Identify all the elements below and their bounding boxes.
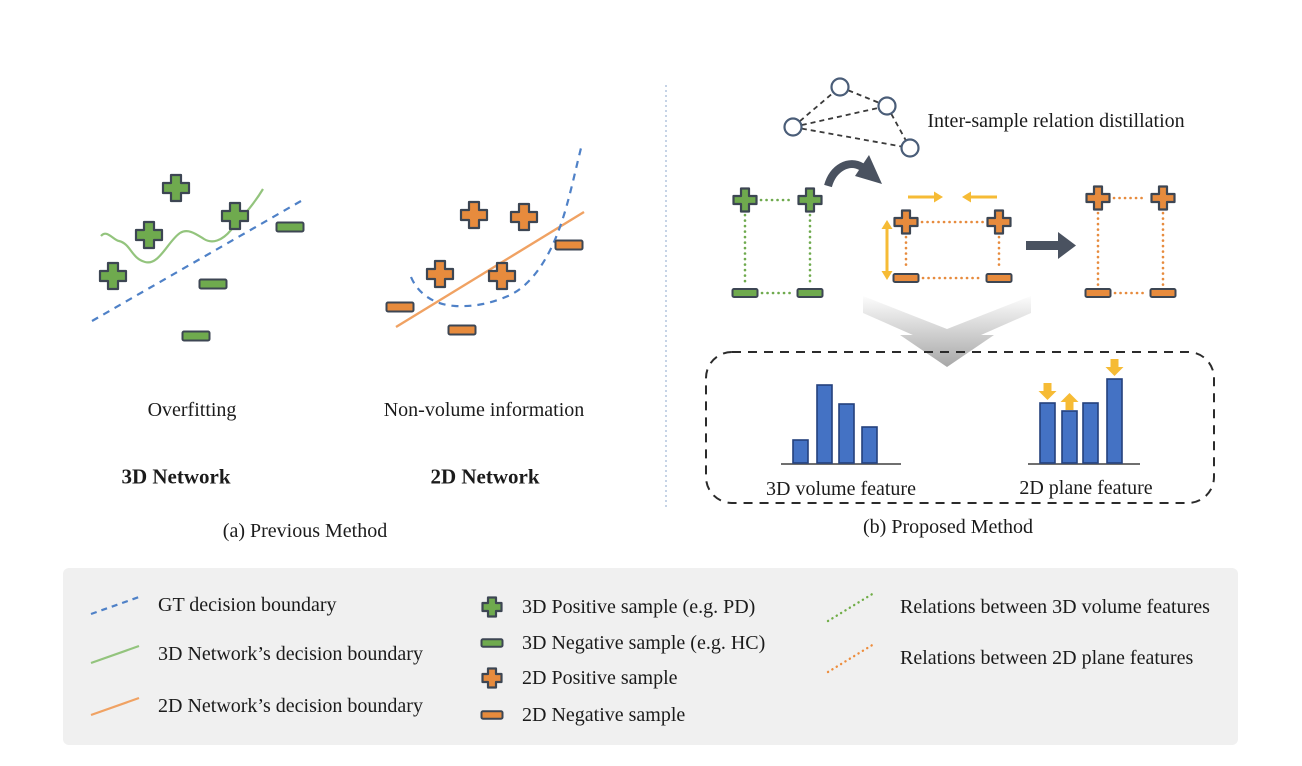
yellow-arrow-head	[881, 220, 893, 229]
legend-line-label-0: GT decision boundary	[158, 594, 337, 616]
feature-bar	[1082, 402, 1099, 464]
green-negative-sample	[796, 288, 824, 298]
legend-sample-label-3: 2D Negative sample	[522, 704, 686, 726]
feature-box	[705, 351, 1215, 504]
green-minus	[480, 638, 504, 648]
orange-plus-icon	[481, 667, 503, 689]
network-2d-label: 2D Network	[430, 464, 540, 489]
relation-graph	[792, 86, 911, 149]
orange-positive-sample	[487, 261, 517, 291]
down-arrow-icon	[1105, 359, 1124, 376]
feature-bar-chart-0	[781, 384, 901, 465]
feature-bar	[861, 426, 878, 464]
scatter-3d-samples	[98, 173, 305, 342]
orange-positive-sample	[509, 202, 539, 232]
green-positive-sample	[797, 187, 823, 213]
funnel-arrow	[863, 296, 1031, 367]
caption-proposed-method: (b) Proposed Method	[863, 516, 1033, 538]
green-positive-sample	[220, 201, 250, 231]
transfer-arrow	[1026, 232, 1076, 259]
green-positive-sample	[134, 220, 164, 250]
feature-2d-label: 2D plane feature	[1019, 477, 1153, 499]
green-minus-icon	[480, 638, 504, 648]
green-negative-sample	[275, 221, 305, 233]
orange-negative-sample	[1149, 288, 1177, 298]
legend-line-label-2: 2D Network’s decision boundary	[158, 695, 423, 717]
orange-negative-sample	[1084, 288, 1112, 298]
up-arrow-icon	[1060, 393, 1079, 410]
orange-negative-sample	[554, 239, 584, 251]
green-positive-sample	[732, 187, 758, 213]
orange-negative-sample	[385, 301, 415, 313]
green_line-line-icon	[90, 644, 140, 665]
feature-bar-chart-1	[1028, 359, 1140, 465]
legend-relation-label-0: Relations between 3D volume features	[900, 596, 1210, 618]
orange-minus-icon	[480, 710, 504, 720]
orange-positive-sample	[425, 259, 455, 289]
orange-relation-square	[1084, 185, 1177, 298]
feature-3d-label: 3D volume feature	[766, 478, 916, 500]
orange-positive-sample	[1150, 185, 1176, 211]
feature-bar	[816, 384, 833, 464]
down-arrow-icon	[1038, 383, 1057, 400]
green-positive-sample	[98, 261, 128, 291]
gt-decision-boundary-2d-curve	[409, 147, 583, 308]
2d-network-boundary-line	[395, 210, 585, 329]
legend-sample-label-0: 3D Positive sample (e.g. PD)	[522, 596, 756, 618]
orange-positive-sample	[459, 200, 489, 230]
green-positive-sample	[161, 173, 191, 203]
orange-positive-sample	[1085, 185, 1111, 211]
non-volume-label: Non-volume information	[383, 399, 585, 421]
feature-bar	[1061, 410, 1078, 464]
green-negative-sample	[198, 278, 228, 290]
feature-bar	[1039, 402, 1056, 464]
orange-negative-sample	[985, 273, 1013, 283]
relation-squares	[731, 185, 1177, 298]
orange-negative-sample	[447, 324, 477, 336]
orange-plus	[481, 667, 503, 689]
green-plus	[481, 596, 503, 618]
green-plus-icon	[481, 596, 503, 618]
feature-bar	[792, 439, 809, 464]
legend-relation-label-1: Relations between 2D plane features	[900, 647, 1194, 669]
gt-decision-boundary-3d-line	[91, 200, 302, 322]
legend-box: GT decision boundary 3D Network’s decisio…	[63, 568, 1238, 745]
relation-graph-nodes	[783, 77, 920, 158]
green-negative-sample	[731, 288, 759, 298]
feature-bars	[781, 359, 1140, 465]
orange-minus	[480, 710, 504, 720]
orange-negative-sample	[892, 273, 920, 283]
feature-bar	[1106, 378, 1123, 464]
legend-line-label-1: 3D Network’s decision boundary	[158, 643, 423, 665]
yellow-arrow-head	[934, 191, 943, 203]
distillation-label: Inter-sample relation distillation	[927, 110, 1185, 132]
yellow-arrow-head	[881, 271, 893, 280]
orange-positive-sample	[986, 209, 1012, 235]
blue-line-icon	[90, 595, 140, 616]
feature-bar	[838, 403, 855, 464]
orange-positive-sample	[893, 209, 919, 235]
green-relation-square	[731, 187, 824, 298]
legend-sample-label-1: 3D Negative sample (e.g. HC)	[522, 632, 766, 654]
network-3d-label: 3D Network	[121, 464, 231, 489]
yellow-arrow-head	[962, 191, 971, 203]
orange-relation-square	[881, 191, 1013, 283]
scatter-2d-samples	[385, 200, 584, 336]
green-negative-sample	[181, 330, 211, 342]
orange_line-line-icon	[90, 696, 140, 717]
curved-arrow	[824, 155, 882, 188]
green_rel-dotted-line-icon	[826, 591, 876, 623]
overfitting-label: Overfitting	[147, 399, 237, 421]
legend-sample-label-2: 2D Positive sample	[522, 667, 678, 689]
caption-previous-method: (a) Previous Method	[222, 520, 388, 542]
orange_rel-dotted-line-icon	[826, 642, 876, 674]
